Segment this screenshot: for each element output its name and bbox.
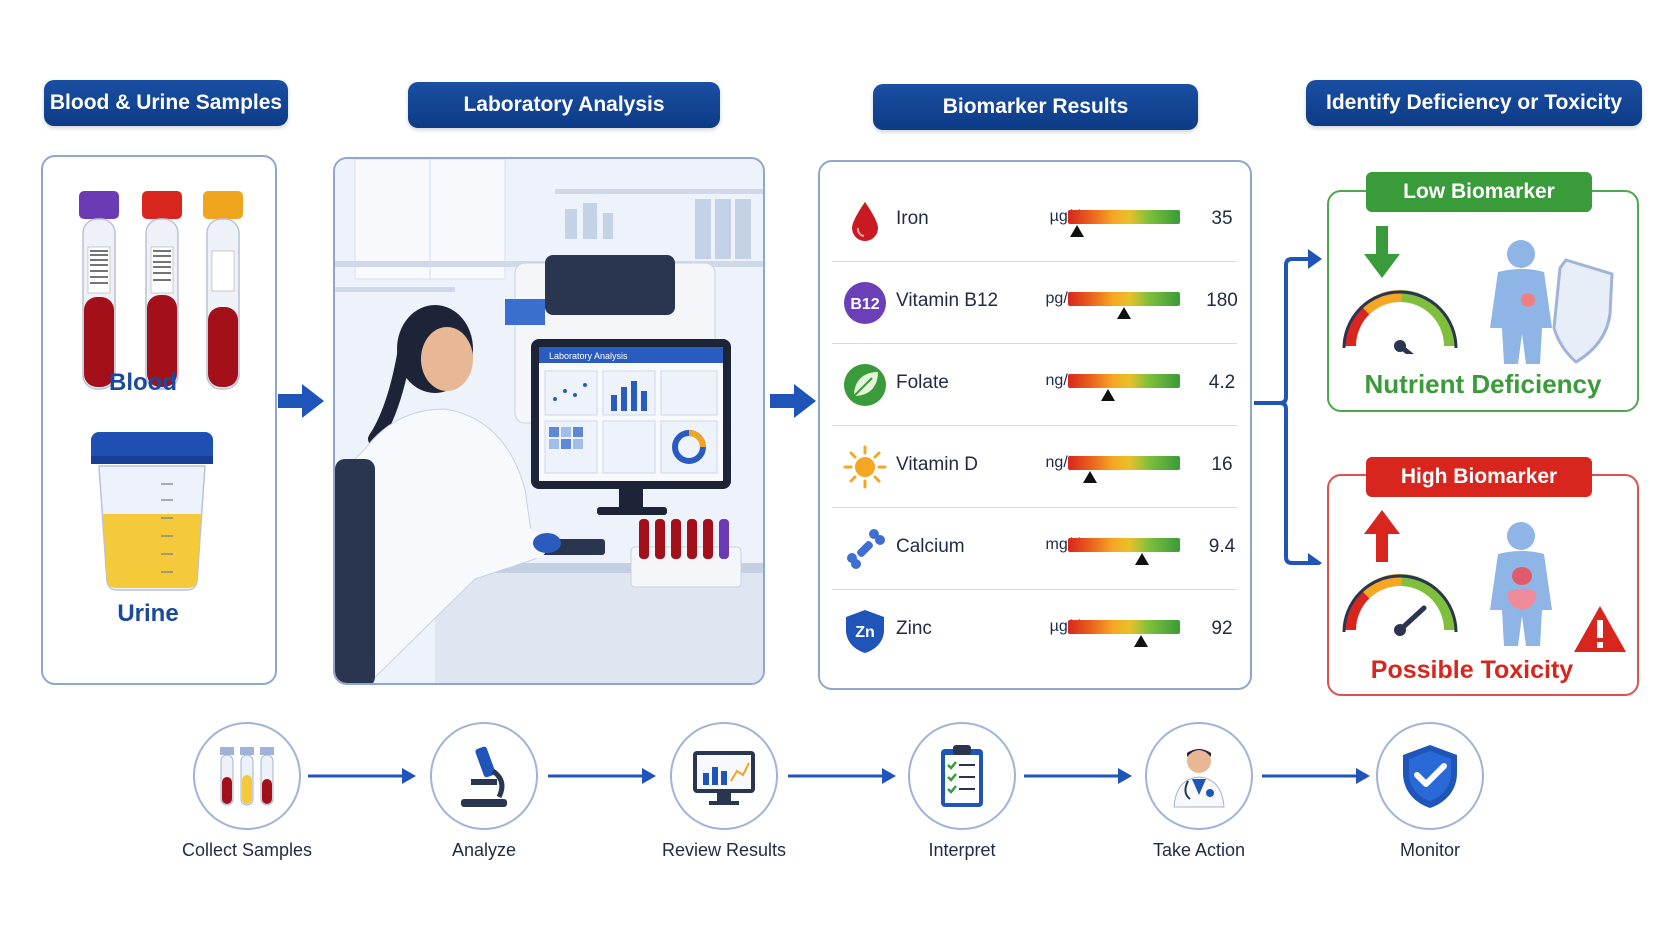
low-biomarker-pill: Low Biomarker bbox=[1366, 172, 1592, 212]
monitor-chart-icon bbox=[693, 751, 755, 805]
step-monitor bbox=[1376, 722, 1484, 830]
urine-cup-icon bbox=[91, 432, 213, 591]
biomarker-range-bar bbox=[1068, 538, 1180, 552]
biomarker-name: Calcium bbox=[896, 536, 965, 557]
biomarker-marker bbox=[1117, 307, 1131, 319]
lab-panel: Laboratory Analysis bbox=[333, 157, 765, 685]
body-organs-icon bbox=[1490, 522, 1552, 646]
biomarker-name: Vitamin D bbox=[896, 454, 979, 475]
biomarker-name: Vitamin B12 bbox=[896, 290, 999, 311]
step-arrow-icon bbox=[548, 768, 656, 784]
biomarker-row-zinc: Zn Zinc µg/dL 92 bbox=[832, 590, 1237, 672]
samples-panel: Blood Urine bbox=[41, 155, 277, 685]
blood-drop-icon bbox=[852, 202, 878, 241]
biomarker-row-vitamin-b12: B12 Vitamin B12 pg/mL 180 bbox=[832, 262, 1238, 344]
zinc-shield-icon: Zn bbox=[846, 610, 884, 653]
test-tubes-icon bbox=[220, 747, 274, 806]
step-arrow-icon bbox=[1024, 768, 1132, 784]
lab-scene-illustration: Laboratory Analysis bbox=[335, 159, 763, 683]
biomarker-value: 16 bbox=[1211, 454, 1233, 475]
svg-text:Zn: Zn bbox=[855, 624, 875, 641]
biomarker-row-iron: Iron µg/dL 35 bbox=[832, 180, 1237, 262]
blood-tubes-icon bbox=[79, 191, 243, 390]
biomarker-marker bbox=[1134, 553, 1149, 565]
biomarker-marker bbox=[1069, 225, 1084, 237]
biomarker-marker bbox=[1133, 635, 1148, 647]
biomarker-name: Iron bbox=[896, 208, 929, 229]
clipboard-checklist-icon bbox=[941, 745, 983, 807]
step-review-results bbox=[670, 722, 778, 830]
step-label: Analyze bbox=[451, 840, 517, 860]
urine-label: Urine bbox=[117, 600, 179, 627]
biomarker-marker bbox=[1083, 471, 1098, 483]
svg-text:B12: B12 bbox=[850, 296, 879, 313]
step-arrow-icon bbox=[308, 768, 416, 784]
header-biomarker-results: Biomarker Results bbox=[873, 84, 1198, 130]
high-biomarker-pill: High Biomarker bbox=[1366, 457, 1592, 497]
possible-toxicity-caption: Possible Toxicity bbox=[1370, 656, 1574, 684]
step-collect-samples bbox=[193, 722, 301, 830]
biomarker-value: 92 bbox=[1211, 618, 1233, 639]
step-arrow-icon bbox=[1262, 768, 1370, 784]
sun-icon bbox=[843, 445, 887, 489]
step-arrow-icon bbox=[788, 768, 896, 784]
biomarker-range-bar bbox=[1068, 374, 1180, 388]
bone-icon bbox=[847, 529, 885, 569]
up-arrow-icon bbox=[1364, 510, 1400, 562]
step-take-action bbox=[1145, 722, 1253, 830]
microscope-icon bbox=[461, 746, 507, 807]
flow-arrow-icon bbox=[770, 384, 816, 418]
biomarker-value: 35 bbox=[1211, 208, 1233, 229]
biomarker-marker bbox=[1101, 389, 1116, 401]
biomarker-row-calcium: Calcium mg/dL 9.4 bbox=[832, 508, 1237, 590]
biomarker-range-bar bbox=[1068, 292, 1180, 306]
biomarker-value: 4.2 bbox=[1208, 372, 1236, 393]
step-label: Interpret bbox=[928, 840, 996, 860]
b12-badge-icon: B12 bbox=[844, 282, 886, 324]
biomarker-value: 180 bbox=[1206, 290, 1238, 311]
header-identify: Identify Deficiency or Toxicity bbox=[1306, 80, 1642, 126]
warning-triangle-icon bbox=[1574, 606, 1626, 652]
blood-label: Blood bbox=[109, 369, 177, 396]
leaf-icon bbox=[844, 364, 886, 406]
doctor-icon bbox=[1173, 749, 1225, 808]
step-label: Review Results bbox=[661, 840, 787, 860]
lab-screen-title: Laboratory Analysis bbox=[549, 351, 628, 361]
biomarker-range-bar bbox=[1068, 620, 1180, 634]
step-label: Take Action bbox=[1152, 840, 1246, 860]
body-shield-icon bbox=[1490, 240, 1614, 364]
biomarker-row-folate: Folate ng/mL 4.2 bbox=[832, 344, 1237, 426]
branch-connector-icon bbox=[1254, 249, 1322, 565]
biomarker-name: Zinc bbox=[896, 618, 932, 639]
header-lab-analysis: Laboratory Analysis bbox=[408, 82, 720, 128]
gauge-high-icon bbox=[1342, 574, 1458, 636]
flow-arrow-icon bbox=[278, 384, 324, 418]
biomarker-row-vitamin-d: Vitamin D ng/mL 16 bbox=[832, 426, 1237, 508]
biomarker-range-bar bbox=[1068, 210, 1180, 224]
down-arrow-icon bbox=[1364, 226, 1400, 278]
header-samples: Blood & Urine Samples bbox=[44, 80, 288, 126]
gauge-low-icon bbox=[1342, 290, 1458, 354]
step-analyze bbox=[430, 722, 538, 830]
biomarker-name: Folate bbox=[896, 372, 949, 393]
step-label: Monitor bbox=[1399, 840, 1461, 860]
nutrient-deficiency-caption: Nutrient Deficiency bbox=[1364, 369, 1602, 399]
step-interpret bbox=[908, 722, 1016, 830]
biomarker-range-bar bbox=[1068, 456, 1180, 470]
biomarker-value: 9.4 bbox=[1208, 536, 1236, 557]
shield-check-icon bbox=[1403, 745, 1457, 808]
step-label: Collect Samples bbox=[181, 840, 313, 860]
